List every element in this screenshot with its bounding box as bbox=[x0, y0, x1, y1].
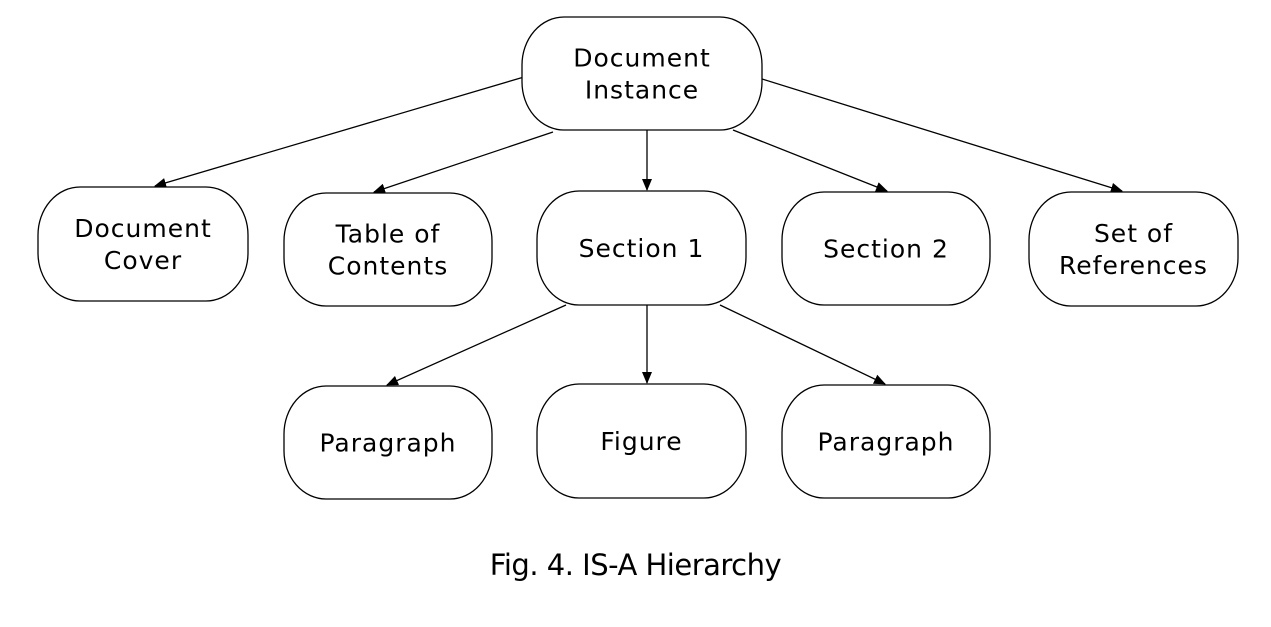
node-para2: Paragraph bbox=[781, 384, 991, 499]
node-box bbox=[283, 385, 493, 500]
edge-root-to-cover bbox=[154, 76, 525, 188]
node-figure: Figure bbox=[536, 383, 747, 499]
node-label: References bbox=[1059, 251, 1208, 280]
node-box bbox=[781, 384, 991, 499]
node-label: Document bbox=[74, 214, 212, 243]
node-box bbox=[283, 192, 493, 307]
node-box bbox=[1028, 191, 1239, 307]
figure-caption: Fig. 4. IS-A Hierarchy bbox=[489, 548, 782, 582]
node-box bbox=[37, 186, 249, 302]
node-box bbox=[536, 383, 747, 499]
edge-root-to-sec2 bbox=[732, 129, 888, 192]
node-label: Section 2 bbox=[823, 235, 949, 264]
node-refs: Set of References bbox=[1028, 191, 1239, 307]
node-label: Document bbox=[573, 44, 711, 73]
node-label: Contents bbox=[328, 252, 448, 281]
node-box bbox=[536, 190, 747, 306]
node-sec1: Section 1 bbox=[536, 190, 747, 306]
node-label: Figure bbox=[600, 427, 682, 456]
node-toc: Table of Contents bbox=[283, 192, 493, 307]
node-label: Set of bbox=[1094, 219, 1173, 248]
node-box bbox=[521, 16, 763, 131]
node-label: Cover bbox=[104, 246, 182, 275]
node-para1: Paragraph bbox=[283, 385, 493, 500]
node-label: Paragraph bbox=[319, 429, 456, 458]
node-box bbox=[781, 191, 991, 306]
node-label: Section 1 bbox=[579, 234, 705, 263]
node-label: Table of bbox=[335, 220, 441, 249]
node-label: Instance bbox=[585, 76, 699, 105]
edge-root-to-toc bbox=[373, 131, 554, 194]
edge-sec1-to-para1 bbox=[386, 304, 567, 386]
node-sec2: Section 2 bbox=[781, 191, 991, 306]
edge-sec1-to-para2 bbox=[719, 304, 886, 385]
node-label: Paragraph bbox=[817, 428, 954, 457]
edge-root-to-refs bbox=[761, 78, 1123, 193]
